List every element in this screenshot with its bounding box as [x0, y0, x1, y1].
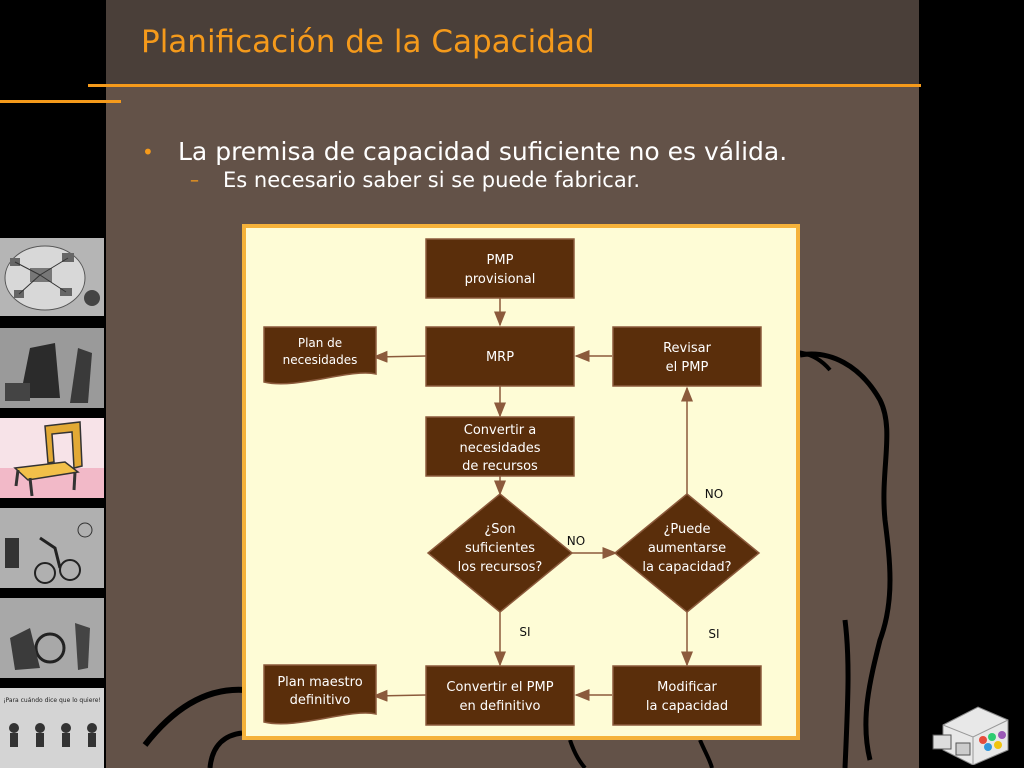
- node-revisar-line2: el PMP: [666, 360, 709, 375]
- decision-son-suficientes-line3: los recursos?: [458, 560, 543, 575]
- decision-son-suficientes: ¿Son suficientes los recursos?: [426, 493, 574, 613]
- node-convertir-pmp-line1: Convertir el PMP: [446, 680, 553, 695]
- edge-label-si-left: SI: [519, 625, 530, 639]
- decision-puede-line1: ¿Puede: [664, 522, 711, 537]
- sub-bullet-marker: –: [190, 170, 199, 191]
- decision-son-suficientes-line1: ¿Son: [484, 522, 515, 537]
- node-convertir-pmp: Convertir el PMP en definitivo: [425, 665, 575, 726]
- decision-son-suficientes-line2: suficientes: [465, 541, 535, 556]
- edge-label-no-up: NO: [705, 487, 723, 501]
- decision-puede-line2: aumentarse: [648, 541, 726, 556]
- node-plan-maestro-line2: definitivo: [290, 693, 351, 708]
- edge-label-no-right: NO: [567, 534, 585, 548]
- node-pmp-provisional-line2: provisional: [465, 272, 536, 287]
- poster-caption: ¡Para cuándo dice que lo quiere!: [3, 697, 101, 704]
- node-pmp-provisional-line1: PMP: [487, 253, 514, 268]
- node-convertir-line1: Convertir a: [464, 423, 536, 438]
- bullet-sub-text: Es necesario saber si se puede fabricar.: [223, 168, 641, 192]
- node-convertir-line2: necesidades: [459, 441, 540, 456]
- node-pmp-provisional: PMP provisional: [425, 238, 575, 299]
- title-bar: [106, 0, 919, 86]
- edge-label-si-right: SI: [708, 627, 719, 641]
- node-modificar-line2: la capacidad: [646, 699, 728, 714]
- node-plan-maestro: Plan maestro definitivo: [263, 664, 377, 725]
- node-plan-maestro-line1: Plan maestro: [277, 675, 362, 690]
- node-revisar-line1: Revisar: [663, 341, 711, 356]
- node-plan-necesidades-line1: Plan de: [298, 336, 342, 350]
- decision-puede-aumentarse: ¿Puede aumentarse la capacidad?: [613, 493, 761, 613]
- node-convertir-line3: de recursos: [462, 459, 538, 474]
- node-revisar-pmp: Revisar el PMP: [612, 326, 762, 387]
- bullet-main-text: La premisa de capacidad suficiente no es…: [178, 137, 788, 166]
- title-underline: [88, 84, 921, 87]
- thumbnail-poster: ¡Para cuándo dice que lo quiere!: [0, 688, 104, 768]
- node-mrp: MRP: [425, 326, 575, 387]
- thumbnail-network-diagram: [0, 238, 104, 316]
- node-modificar-capacidad: Modificar la capacidad: [612, 665, 762, 726]
- thumbnail-chair: [0, 418, 104, 498]
- thumbnail-workers-sketch: [0, 328, 104, 408]
- left-accent-line: [0, 100, 121, 103]
- decision-puede-line3: la capacidad?: [642, 560, 731, 575]
- node-plan-necesidades: Plan de necesidades: [263, 326, 377, 385]
- thumbnail-motorcycle-sketch: [0, 598, 104, 678]
- network-server-icon: [932, 706, 1009, 765]
- node-plan-necesidades-line2: necesidades: [283, 353, 358, 367]
- bullet-marker: •: [142, 140, 154, 164]
- flowchart-frame: PMP provisional MRP Revisar el PMP Plan …: [242, 224, 800, 740]
- node-modificar-line1: Modificar: [657, 680, 717, 695]
- thumbnail-cyclist-sketch: [0, 508, 104, 588]
- node-mrp-label: MRP: [486, 350, 514, 365]
- node-convertir-necesidades: Convertir a necesidades de recursos: [425, 416, 575, 477]
- slide-title: Planificación de la Capacidad: [141, 24, 595, 60]
- node-convertir-pmp-line2: en definitivo: [459, 699, 540, 714]
